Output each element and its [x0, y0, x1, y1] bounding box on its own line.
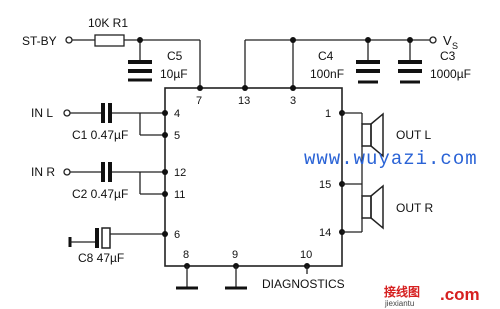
c4-name: C4 — [318, 49, 334, 63]
pin-15: 15 — [319, 179, 331, 191]
brand-tld: .com — [440, 285, 480, 304]
capacitor-c3 — [398, 60, 422, 84]
pin-6: 6 — [174, 229, 180, 241]
pin-1: 1 — [325, 108, 331, 120]
junction-dot — [407, 37, 413, 43]
top-wiring — [72, 39, 430, 88]
resistor-r1 — [94, 34, 125, 47]
st-by-label: ST-BY — [22, 34, 57, 48]
c3-value: 1000µF — [430, 67, 471, 81]
ic-body — [164, 87, 343, 267]
r1-label: 10K R1 — [88, 16, 128, 30]
watermark-url: www.wuyazi.com — [304, 148, 478, 170]
vs-subscript: S — [452, 41, 458, 51]
pin-dot — [162, 110, 168, 116]
in-r-label: IN R — [31, 165, 55, 179]
pin-3: 3 — [290, 95, 296, 107]
speaker-left-icon — [361, 112, 384, 158]
pin-dot — [197, 85, 203, 91]
pin-dot — [162, 132, 168, 138]
c5-value: 10µF — [160, 67, 188, 81]
vs-terminal — [429, 36, 437, 44]
pin-dot — [290, 85, 296, 91]
pin-11: 11 — [174, 189, 185, 201]
in-l-label: IN L — [31, 106, 53, 120]
pin-9: 9 — [232, 249, 238, 261]
out-l-label: OUT L — [396, 128, 431, 142]
pin-dot — [162, 231, 168, 237]
c4-value: 100nF — [310, 67, 344, 81]
pin-8: 8 — [183, 249, 189, 261]
c8-label: C8 47µF — [78, 251, 124, 265]
pin-10: 10 — [300, 249, 312, 261]
pin-5: 5 — [174, 130, 180, 142]
c3-name: C3 — [440, 49, 456, 63]
c1-label: C1 0.47µF — [72, 128, 128, 142]
pin-dot — [162, 191, 168, 197]
st-by-terminal — [65, 36, 73, 44]
brand-chinese: 接线图 — [384, 284, 420, 299]
brand-subtitle: jiexiantu — [384, 299, 414, 308]
pin-14: 14 — [319, 227, 331, 239]
pin-dot — [242, 85, 248, 91]
pin-4: 4 — [174, 108, 180, 120]
capacitor-c5 — [128, 60, 152, 82]
diagnostics-label: DIAGNOSTICS — [262, 277, 345, 291]
junction-dot — [290, 37, 296, 43]
c5-name: C5 — [167, 49, 183, 63]
pin-12: 12 — [174, 167, 186, 179]
brand-watermark: 接线图 .com jiexiantu — [384, 284, 480, 308]
pin-dot — [162, 169, 168, 175]
junction-dot — [137, 37, 143, 43]
pin-13: 13 — [238, 95, 250, 107]
capacitor-c4 — [356, 60, 380, 84]
speaker-right-icon — [361, 184, 384, 230]
pin-7: 7 — [196, 95, 202, 107]
c2-label: C2 0.47µF — [72, 187, 128, 201]
out-r-label: OUT R — [396, 201, 433, 215]
in-l-terminal — [63, 109, 71, 117]
vs-label: V — [443, 33, 452, 48]
in-r-terminal — [63, 168, 71, 176]
capacitor-c8-body — [101, 227, 111, 249]
junction-dot — [365, 37, 371, 43]
